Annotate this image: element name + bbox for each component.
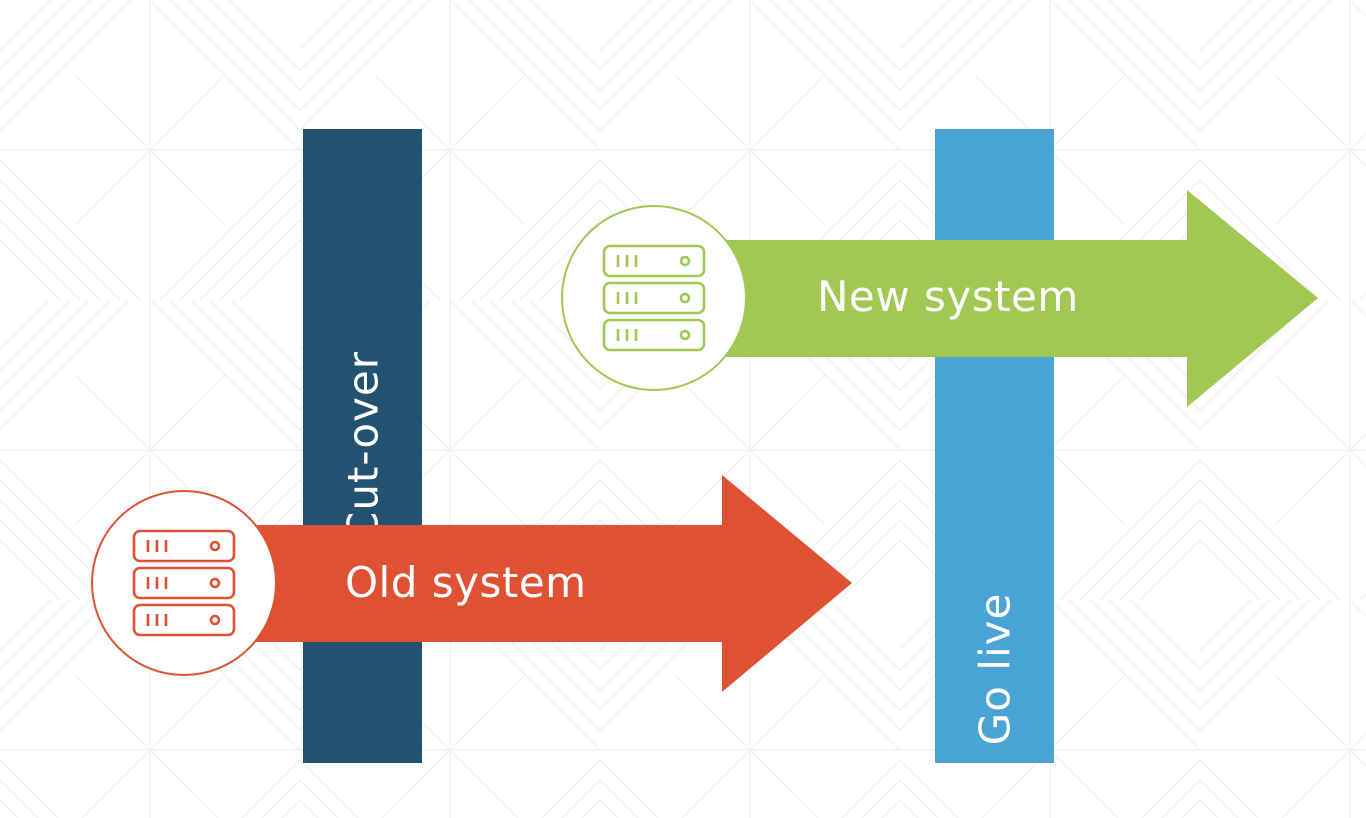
cutover-bar: Cut-over (303, 129, 422, 763)
old-system-label: Old system (345, 558, 587, 607)
old-system-arrow (180, 475, 852, 692)
old-system-server-badge (91, 490, 277, 676)
server-rack-icon (602, 244, 706, 352)
new-system-label: New system (817, 272, 1079, 321)
golive-bar: Go live (935, 129, 1054, 763)
new-system-arrow (650, 190, 1318, 407)
new-system-server-badge (561, 205, 747, 391)
server-rack-icon (132, 529, 236, 637)
